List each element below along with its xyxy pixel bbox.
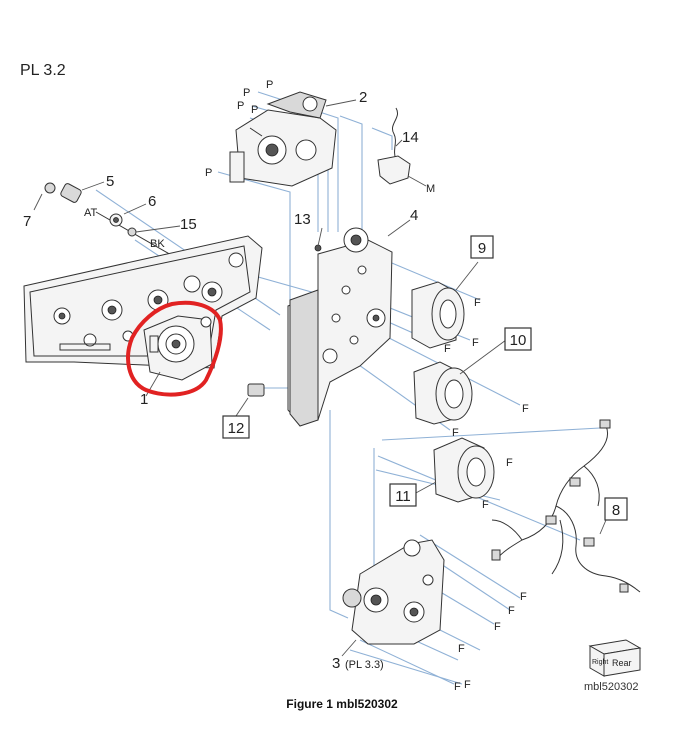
label-9: 9 <box>478 240 486 257</box>
label-leaders <box>33 99 607 535</box>
marker-p-1: P <box>266 79 273 91</box>
part-4-center-frame <box>287 227 393 427</box>
part-11-roll <box>433 437 495 503</box>
part-9-roll <box>411 281 465 349</box>
figure-id: mbl520302 <box>584 681 638 693</box>
label-11: 11 <box>395 488 411 505</box>
label-3-ref: (PL 3.3) <box>345 659 384 671</box>
marker-bk: BK <box>150 238 165 250</box>
orientation-rear: Rear <box>612 658 632 668</box>
label-4: 4 <box>410 207 418 224</box>
label-8: 8 <box>612 502 620 519</box>
callout-box-9 <box>470 235 494 259</box>
label-15: 15 <box>180 216 197 233</box>
label-1: 1 <box>140 391 148 408</box>
marker-f-2: F <box>444 343 451 355</box>
part-1-motor <box>143 315 213 397</box>
marker-f-7: F <box>482 499 489 511</box>
marker-f-3: F <box>472 337 479 349</box>
marker-f-12: F <box>454 681 461 693</box>
marker-letters: P P P P P M AT BK F F F F F F F F F F F … <box>84 79 529 693</box>
marker-p-2: P <box>243 87 250 99</box>
marker-f-1: F <box>474 297 481 309</box>
label-3: 3 <box>332 655 340 672</box>
part-10-roll <box>413 361 473 425</box>
part-12-connector <box>247 383 265 397</box>
marker-f-6: F <box>506 457 513 469</box>
marker-f-10: F <box>494 621 501 633</box>
marker-f-11: F <box>458 643 465 655</box>
part-14-sensor <box>377 107 427 187</box>
orientation-cube: Right Rear <box>588 639 642 677</box>
plate-label: PL 3.2 <box>20 62 66 79</box>
marker-m: M <box>426 183 435 195</box>
marker-f-5: F <box>452 427 459 439</box>
callout-box-10 <box>504 327 532 351</box>
marker-p-3: P <box>237 100 244 112</box>
label-6: 6 <box>148 193 156 210</box>
marker-f-13: F <box>464 679 471 691</box>
marker-f-9: F <box>508 605 515 617</box>
label-12: 12 <box>228 420 245 437</box>
part-2-drive-bracket <box>229 91 337 187</box>
marker-p-4: P <box>251 104 258 116</box>
label-7: 7 <box>23 213 31 230</box>
callout-box-11 <box>389 483 417 507</box>
label-5: 5 <box>106 173 114 190</box>
callout-box-8 <box>604 497 628 521</box>
orientation-right: Right <box>592 659 608 666</box>
callout-box-12 <box>222 415 250 439</box>
figure-caption: Figure 1 mbl520302 <box>286 697 398 711</box>
marker-f-8: F <box>520 591 527 603</box>
part-3-lower-drive <box>341 539 445 657</box>
highlight-circle <box>126 300 223 397</box>
main-side-plate <box>23 235 263 369</box>
label-14: 14 <box>402 129 419 146</box>
marker-at: AT <box>84 207 98 219</box>
marker-f-4: F <box>522 403 529 415</box>
part-8-harness <box>491 419 641 593</box>
marker-p-5: P <box>205 167 212 179</box>
label-2: 2 <box>359 89 367 106</box>
label-10: 10 <box>510 332 527 349</box>
label-13: 13 <box>294 211 311 228</box>
shaft-assembly <box>44 182 251 301</box>
